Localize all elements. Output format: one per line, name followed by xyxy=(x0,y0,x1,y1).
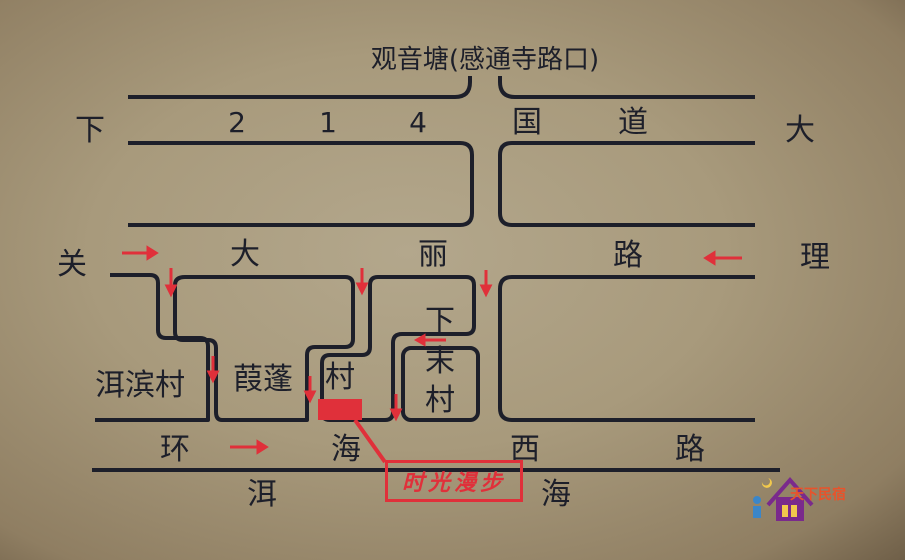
village-jiapeng: 葭蓬 xyxy=(233,362,293,397)
village-jiapeng-cun: 村 xyxy=(325,360,355,395)
arrow-down-icon xyxy=(164,268,178,298)
road-top-right xyxy=(498,76,755,99)
block-xiamo-inner xyxy=(401,346,480,422)
road-label: 路 xyxy=(613,238,643,273)
arrow-down-icon xyxy=(479,270,493,298)
road-label: 西 xyxy=(510,432,540,467)
block-right xyxy=(498,275,755,422)
block-jiapeng xyxy=(173,275,355,422)
destination-marker xyxy=(318,399,362,420)
village-xiamo: 下 xyxy=(425,304,455,339)
arrow-left-icon xyxy=(413,333,446,347)
map-title: 观音塘(感通寺路口) xyxy=(370,45,600,75)
village-xiamo: 村 xyxy=(425,383,455,418)
road-label: 丽 xyxy=(418,237,448,272)
road-label: 下 xyxy=(75,113,105,148)
destination-label: 时光漫步 xyxy=(385,460,523,502)
arrow-down-icon xyxy=(355,268,369,296)
road-label: 大 xyxy=(230,237,260,272)
road-label: 2 xyxy=(228,106,246,139)
road-top-left xyxy=(128,76,472,99)
logo-house-icon xyxy=(753,476,814,521)
road-label: 道 xyxy=(618,105,648,140)
block-xiamo-outer xyxy=(320,275,476,422)
road-label: 理 xyxy=(800,240,830,275)
marker-leader xyxy=(353,418,387,464)
road-label: 路 xyxy=(675,432,705,467)
block-national-right xyxy=(498,141,755,227)
road-label: 国 xyxy=(512,105,542,140)
road-label: 关 xyxy=(57,247,87,282)
arrow-down-icon xyxy=(389,394,403,422)
road-label: 海 xyxy=(331,432,361,467)
road-label: 4 xyxy=(409,106,427,139)
arrow-right-icon xyxy=(122,245,159,261)
logo-text: 天下民宿 xyxy=(790,487,846,503)
lake-label: 海 xyxy=(541,477,571,512)
road-label: 1 xyxy=(319,106,337,139)
road-label: 大 xyxy=(785,113,815,148)
village-erbin: 洱滨村 xyxy=(95,368,185,403)
arrow-down-icon xyxy=(206,356,220,384)
arrow-left-icon xyxy=(703,250,742,266)
arrow-down-icon xyxy=(303,376,317,404)
lake-label: 洱 xyxy=(247,477,277,512)
road-label: 环 xyxy=(160,432,190,467)
arrow-right-icon xyxy=(230,439,269,455)
block-national-left xyxy=(128,141,474,227)
village-xiamo: 末 xyxy=(425,344,455,379)
